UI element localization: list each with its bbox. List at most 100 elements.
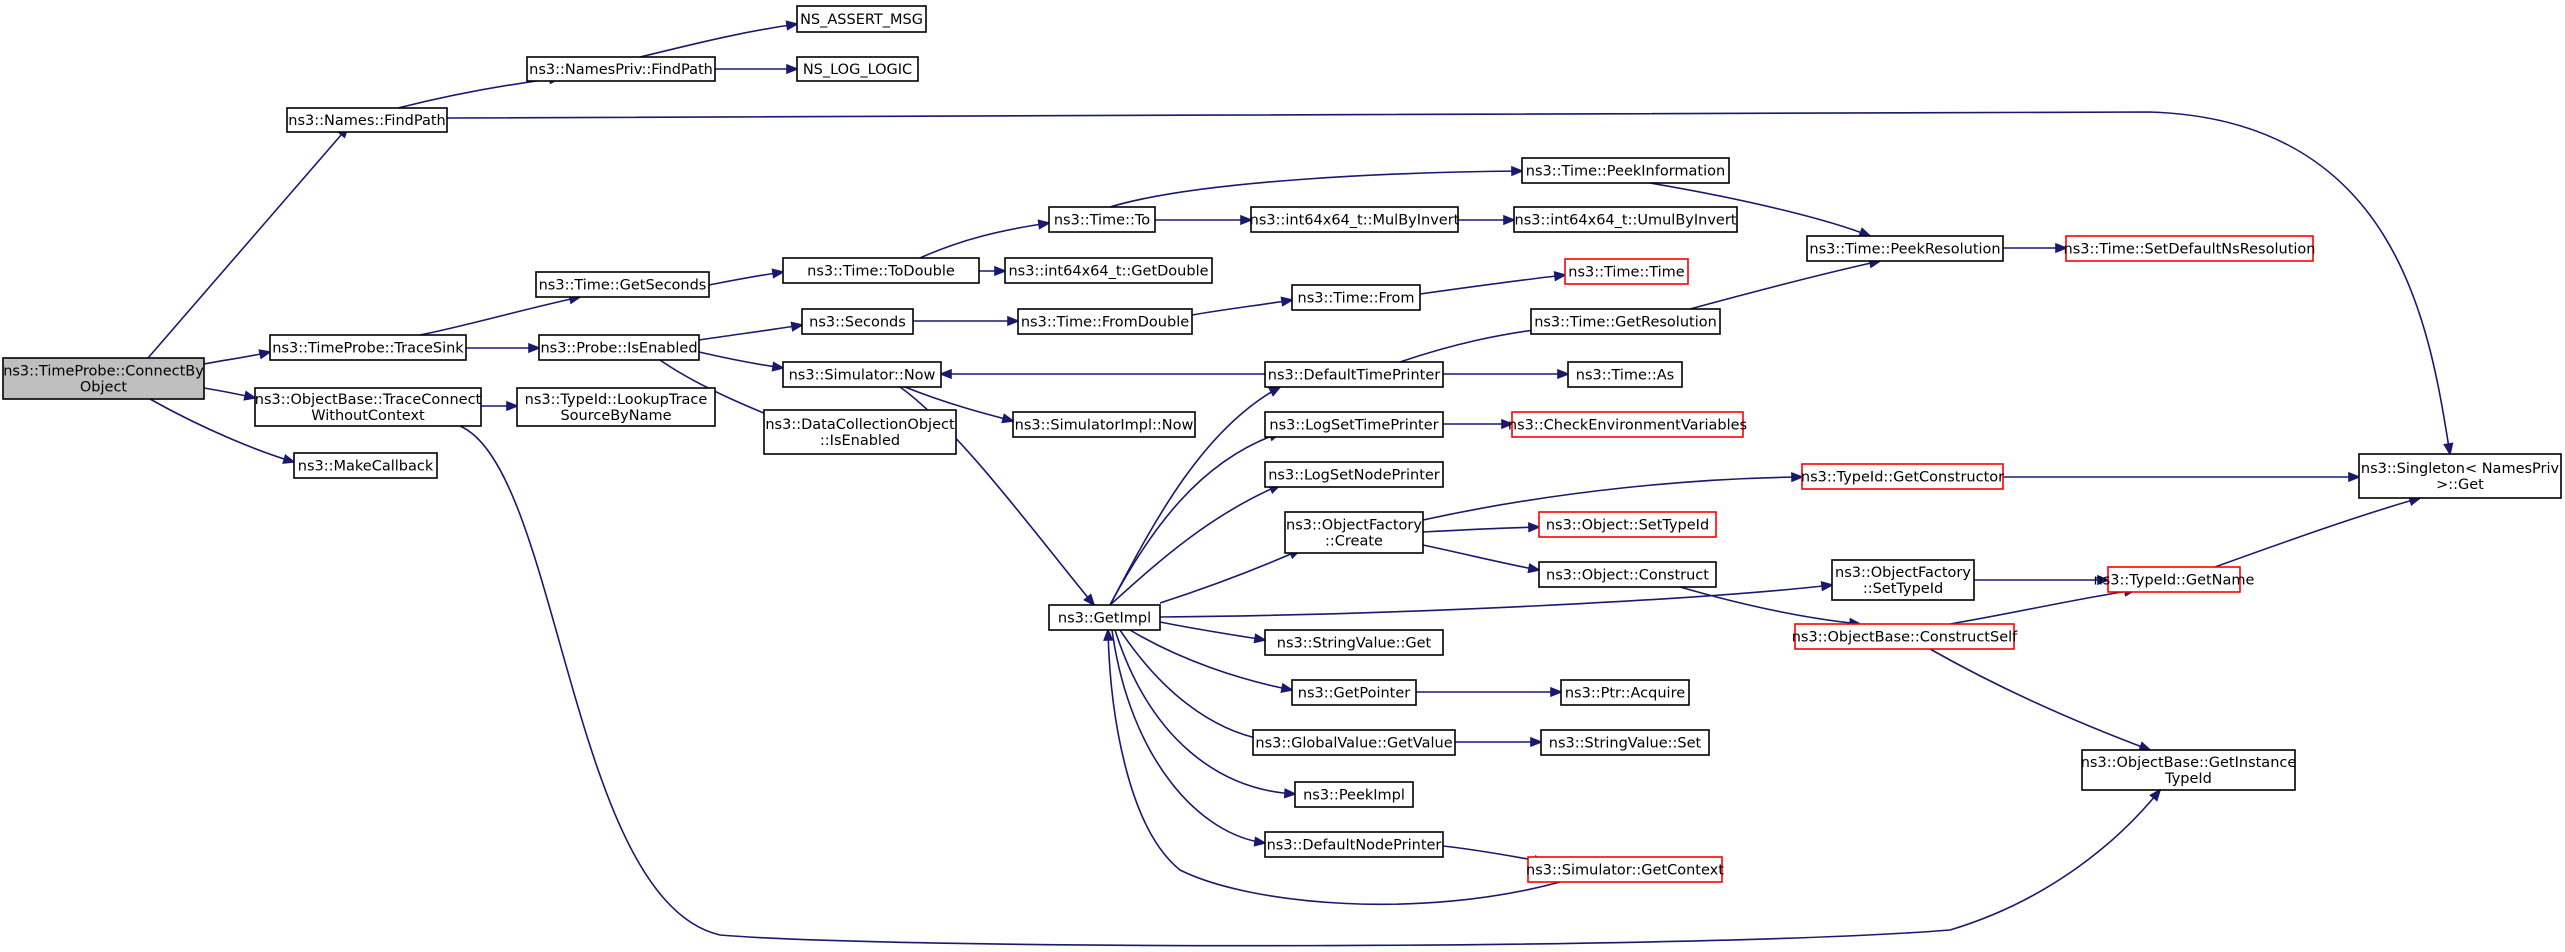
node-box[interactable] — [293, 452, 438, 479]
node-seconds[interactable]: ns3::Seconds — [801, 308, 914, 335]
node-box[interactable] — [1831, 559, 1975, 601]
node-stringvalue-get[interactable]: ns3::StringValue::Get — [1264, 629, 1444, 656]
node-typeid-getname[interactable]: ns3::TypeId::GetName — [2094, 566, 2255, 593]
node-box[interactable] — [1521, 157, 1730, 184]
node-time-as[interactable]: ns3::Time::As — [1567, 361, 1683, 388]
node-checkenvvars[interactable]: ns3::CheckEnvironmentVariables — [1508, 411, 1747, 438]
node-box[interactable] — [1511, 411, 1744, 438]
node-box[interactable] — [1048, 604, 1161, 631]
node-int64-mulbyinvert[interactable]: ns3::int64x64_t::MulByInvert — [1250, 206, 1460, 233]
node-box[interactable] — [254, 387, 482, 427]
node-box[interactable] — [796, 56, 919, 82]
node-box[interactable] — [1513, 206, 1738, 233]
node-box[interactable] — [269, 334, 467, 361]
node-box[interactable] — [1004, 257, 1213, 284]
node-time-peekresolution[interactable]: ns3::Time::PeekResolution — [1806, 235, 2004, 262]
node-box[interactable] — [1564, 258, 1689, 285]
node-box[interactable] — [1527, 856, 1723, 883]
node-time-fromdouble[interactable]: ns3::Time::FromDouble — [1017, 308, 1193, 335]
node-box[interactable] — [516, 387, 716, 427]
node-box[interactable] — [1806, 235, 2004, 262]
node-box[interactable] — [1530, 308, 1721, 335]
node-simulator-getcontext[interactable]: ns3::Simulator::GetContext — [1526, 856, 1724, 883]
node-stringvalue-set[interactable]: ns3::StringValue::Set — [1540, 729, 1710, 756]
node-box[interactable] — [1048, 206, 1156, 233]
node-box[interactable] — [1291, 284, 1421, 311]
node-time-todouble[interactable]: ns3::Time::ToDouble — [782, 257, 980, 284]
node-int64-getdouble[interactable]: ns3::int64x64_t::GetDouble — [1004, 257, 1213, 284]
node-ptr-acquire[interactable]: ns3::Ptr::Acquire — [1560, 679, 1690, 706]
node-singleton-get[interactable]: ns3::Singleton< NamesPriv>::Get — [2358, 453, 2562, 499]
node-box[interactable] — [1538, 561, 1717, 588]
node-time-to[interactable]: ns3::Time::To — [1048, 206, 1156, 233]
node-object-construct[interactable]: ns3::Object::Construct — [1538, 561, 1717, 588]
node-box[interactable] — [1264, 629, 1444, 656]
node-objectfactory-settypeid[interactable]: ns3::ObjectFactory::SetTypeId — [1831, 559, 1975, 601]
node-box[interactable] — [1801, 463, 2004, 490]
node-logsettimeprinter[interactable]: ns3::LogSetTimePrinter — [1264, 411, 1444, 438]
node-datacollection-isenabled[interactable]: ns3::DataCollectionObject::IsEnabled — [763, 409, 957, 455]
node-box[interactable] — [796, 5, 927, 33]
node-box[interactable] — [286, 107, 448, 133]
node-makecallback[interactable]: ns3::MakeCallback — [293, 452, 438, 479]
node-box[interactable] — [1294, 781, 1414, 808]
node-ns-assert-msg[interactable]: NS_ASSERT_MSG — [796, 5, 927, 33]
node-box[interactable] — [1264, 361, 1444, 388]
node-box[interactable] — [782, 257, 980, 284]
node-box[interactable] — [1252, 729, 1456, 756]
node-box[interactable] — [1560, 679, 1690, 706]
node-defaulttimeprinter[interactable]: ns3::DefaultTimePrinter — [1264, 361, 1444, 388]
node-ns-log-logic[interactable]: NS_LOG_LOGIC — [796, 56, 919, 82]
node-box[interactable] — [2107, 566, 2241, 593]
node-box[interactable] — [535, 271, 710, 298]
node-time-setdefaultnsres[interactable]: ns3::Time::SetDefaultNsResolution — [2064, 235, 2316, 262]
node-box[interactable] — [1017, 308, 1193, 335]
node-box[interactable] — [2, 357, 205, 400]
node-simulator-now[interactable]: ns3::Simulator::Now — [782, 361, 942, 388]
node-typeid-getconstructor[interactable]: ns3::TypeId::GetConstructor — [1801, 463, 2004, 490]
node-defaultnodeprinter[interactable]: ns3::DefaultNodePrinter — [1264, 831, 1444, 858]
node-objectbase-constructself[interactable]: ns3::ObjectBase::ConstructSelf — [1792, 623, 2018, 650]
node-box[interactable] — [538, 334, 700, 361]
node-box[interactable] — [1012, 411, 1196, 438]
node-namespriv-findpath[interactable]: ns3::NamesPriv::FindPath — [526, 56, 716, 82]
node-tp-tracesink[interactable]: ns3::TimeProbe::TraceSink — [269, 334, 467, 361]
node-probe-isenabled[interactable]: ns3::Probe::IsEnabled — [538, 334, 700, 361]
node-box[interactable] — [526, 56, 716, 82]
node-simulatorimpl-now[interactable]: ns3::SimulatorImpl::Now — [1012, 411, 1196, 438]
node-objectbase-traceconnect[interactable]: ns3::ObjectBase::TraceConnectWithoutCont… — [254, 387, 482, 427]
node-time-time[interactable]: ns3::Time::Time — [1564, 258, 1689, 285]
node-box[interactable] — [1567, 361, 1683, 388]
node-object-settypeid[interactable]: ns3::Object::SetTypeId — [1538, 511, 1717, 538]
node-box[interactable] — [763, 409, 957, 455]
node-box[interactable] — [1264, 411, 1444, 438]
node-time-from[interactable]: ns3::Time::From — [1291, 284, 1421, 311]
node-logsetnodeprinter[interactable]: ns3::LogSetNodePrinter — [1264, 461, 1444, 488]
node-objectfactory-create[interactable]: ns3::ObjectFactory::Create — [1284, 511, 1424, 554]
node-box[interactable] — [1264, 831, 1444, 858]
node-time-peekinformation[interactable]: ns3::Time::PeekInformation — [1521, 157, 1730, 184]
node-getpointer[interactable]: ns3::GetPointer — [1291, 679, 1417, 706]
node-box[interactable] — [1264, 461, 1444, 488]
node-box[interactable] — [1794, 623, 2015, 650]
node-peekimpl[interactable]: ns3::PeekImpl — [1294, 781, 1414, 808]
node-box[interactable] — [2358, 453, 2562, 499]
node-int64-umulbyinvert[interactable]: ns3::int64x64_t::UmulByInvert — [1513, 206, 1738, 233]
node-box[interactable] — [782, 361, 942, 388]
node-box[interactable] — [1291, 679, 1417, 706]
node-box[interactable] — [2065, 235, 2314, 262]
node-time-getseconds[interactable]: ns3::Time::GetSeconds — [535, 271, 710, 298]
node-box[interactable] — [1250, 206, 1459, 233]
node-box[interactable] — [1284, 511, 1424, 554]
node-box[interactable] — [1538, 511, 1717, 538]
node-globalvalue-getvalue[interactable]: ns3::GlobalValue::GetValue — [1252, 729, 1456, 756]
node-names-findpath[interactable]: ns3::Names::FindPath — [286, 107, 448, 133]
node-box[interactable] — [1540, 729, 1710, 756]
node-box[interactable] — [801, 308, 914, 335]
node-time-getresolution[interactable]: ns3::Time::GetResolution — [1530, 308, 1721, 335]
node-box[interactable] — [2081, 749, 2296, 791]
node-getimpl[interactable]: ns3::GetImpl — [1048, 604, 1161, 631]
